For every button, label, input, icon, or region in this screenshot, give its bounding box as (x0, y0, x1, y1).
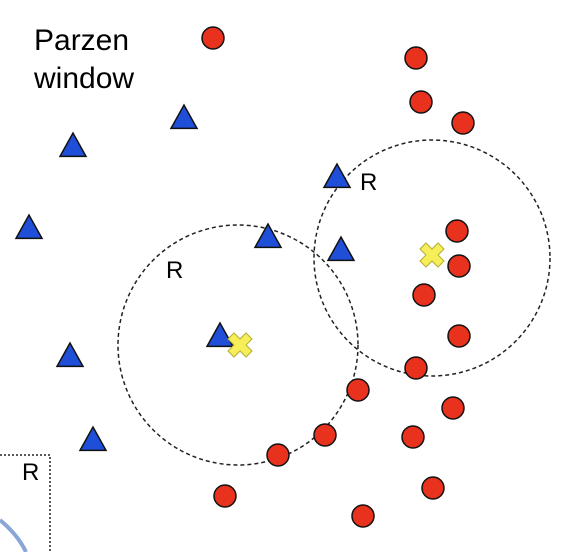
circle-icon (346, 378, 370, 402)
circle-icon (351, 504, 375, 528)
circle-icon (266, 443, 290, 467)
triangle-icon (58, 131, 88, 158)
title-line-1: Parzen (34, 24, 130, 57)
circle-icon (445, 219, 469, 243)
triangle-icon (169, 103, 199, 130)
circle-icon (401, 425, 425, 449)
circle-icon (404, 46, 428, 70)
corner-box-label: R (22, 459, 39, 486)
window-circle-left (117, 224, 359, 466)
circle-icon (213, 484, 237, 508)
data-points (14, 26, 475, 528)
title: Parzen window (34, 22, 134, 98)
triangle-icon (205, 321, 235, 348)
radius-label-left: R (166, 257, 183, 284)
circle-icon (404, 356, 428, 380)
circle-icon (447, 254, 471, 278)
circle-icon (412, 283, 436, 307)
radius-label-right: R (360, 169, 377, 196)
triangle-icon (322, 162, 352, 189)
circle-icon (451, 111, 475, 135)
title-line-2: window (34, 62, 135, 95)
circle-icon (421, 476, 445, 500)
cross-icon (227, 332, 253, 358)
triangle-icon (253, 222, 283, 249)
triangle-icon (55, 341, 85, 368)
triangle-icon (14, 213, 44, 240)
triangle-icon (326, 235, 356, 262)
circle-icon (313, 423, 337, 447)
circle-icon (441, 396, 465, 420)
circle-icon (201, 26, 225, 50)
circle-icon (447, 324, 471, 348)
corner-arc (0, 518, 28, 552)
cross-icon (419, 242, 445, 268)
window-circle-right (313, 139, 551, 377)
triangle-icon (78, 425, 108, 452)
corner-box (0, 454, 51, 552)
circle-icon (409, 90, 433, 114)
